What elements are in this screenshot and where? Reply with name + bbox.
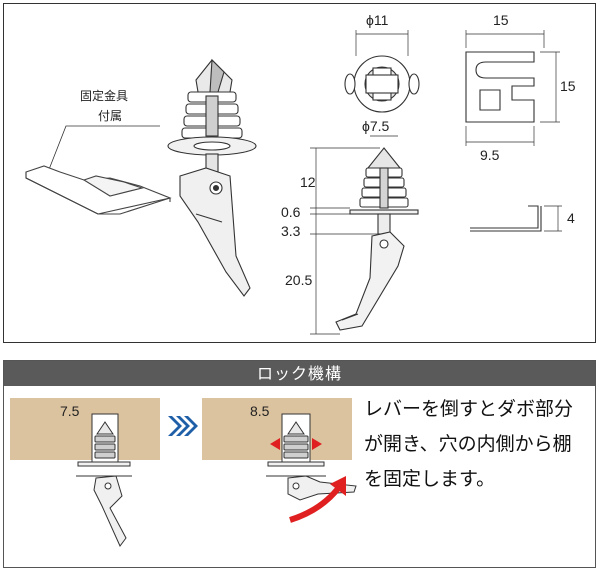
section-title-band [4,361,595,386]
section-title: ロック機構 [256,364,342,383]
rotation-arrow-head [330,476,346,496]
bracket-inner-label: 9.5 [480,147,500,163]
before-width-label: 7.5 [60,403,80,419]
blue-progress-arrows [168,416,198,436]
bracket-front-view [465,51,535,123]
latch-side-view [335,147,419,331]
product-diagram-frame [3,3,596,343]
description-line-1: レバーを倒すとダボ部分 [364,398,574,420]
after-width-label: 8.5 [250,403,270,419]
lever-20-5-label: 20.5 [285,272,312,288]
flange-3-3-label: 3.3 [281,223,301,239]
lock-description: レバーを倒すとダボ部分 が開き、穴の内側から棚 を固定します。 [364,392,594,497]
wood-shelf-before [10,398,160,460]
bracket-side-label: 4 [567,210,575,226]
height-12-label: 12 [300,174,316,190]
wood-shelf-after [202,398,352,460]
latch-before [76,413,132,547]
body-diameter-label: ϕ7.5 [362,118,390,134]
description-line-2: が開き、穴の内側から棚 [364,433,572,455]
vertical-dimensions [310,147,380,335]
latch-perspective [167,58,257,297]
mounting-plate [25,165,172,215]
red-spread-arrows [270,438,322,450]
head-top-view [344,55,420,113]
bracket-height-label: 15 [560,78,576,94]
flange-0-6-label: 0.6 [281,204,301,220]
rotation-arrow-curve [289,484,343,523]
head-diameter-label: ϕ11 [366,12,389,28]
lock-mechanism-section: ロック機構 [3,360,596,568]
latch-after [266,413,357,501]
bracket-width-label: 15 [493,12,509,28]
bracket-side-view [470,205,542,232]
accessory-label-line2: 付属 [98,109,122,123]
description-line-3: を固定します。 [364,468,496,490]
accessory-label-line1: 固定金具 [80,88,128,103]
accessory-leader-line [47,125,160,173]
